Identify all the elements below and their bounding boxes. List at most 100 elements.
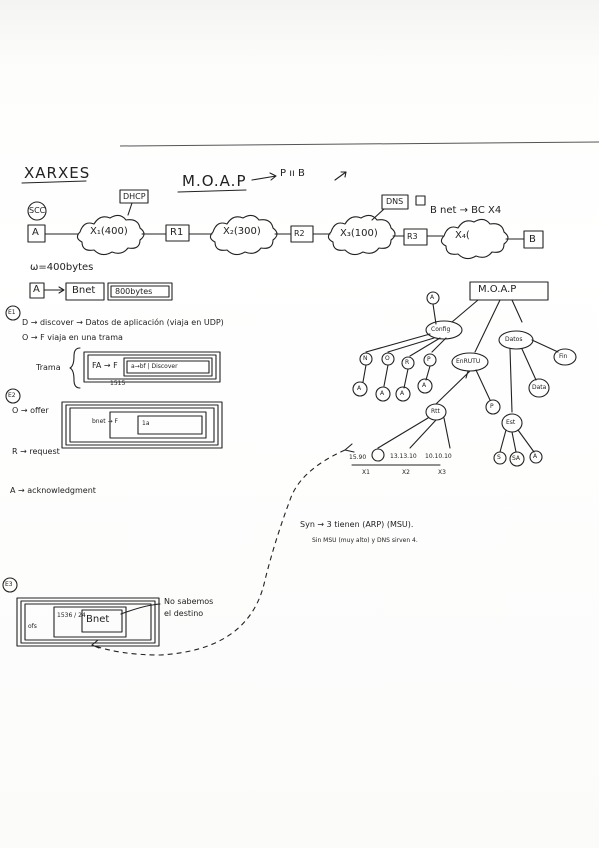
request-note: R → request [12,447,60,456]
row-bnet-label: Bnet [72,285,96,296]
leaf-a5-label: A [533,453,538,460]
e3-marker: E3 [5,581,13,588]
x3-label: X₃(100) [340,228,378,239]
leaf-a1-label: A [357,385,362,392]
moap-underline [177,189,247,193]
e1-circle [5,305,21,321]
x4-label: X₄( [455,230,470,241]
tree-fin [553,348,577,366]
e3-innermost [53,606,127,638]
tree-root-box [469,281,549,301]
cloud-x2 [209,214,278,256]
r1-box [165,224,190,242]
row-bnet-box [65,282,105,301]
leaf-s [493,451,507,465]
trama-label: Trama [36,363,61,372]
leaf-sa [509,451,525,467]
b-arrow [334,171,347,181]
cloud-x3 [327,214,396,256]
x2-label: X₂(300) [223,226,261,237]
link-datos-fin [531,339,559,353]
e3-left-small: ofs [28,623,37,630]
e2-inner [69,407,215,443]
e3-mid [20,600,156,644]
host-b-label: B [529,234,536,245]
trama-innermost [126,360,210,374]
e3-inner [24,603,152,641]
dashed-arrowhead-top [344,443,355,453]
e2-marker: E2 [8,392,16,399]
cloud-x4 [440,218,509,260]
leaf-r-label: R [405,359,410,366]
tree-root-label: M.O.A.P [478,284,517,295]
leaf-a3 [395,386,411,402]
trama-outer [83,351,221,383]
tree-root-links [451,299,523,353]
tree-data-label: Data [532,384,547,391]
moap-header: M.O.A.P [182,172,247,190]
e1-line2: O → F viaja en una trama [22,333,123,342]
leaf-n1-label: N [363,355,368,362]
dhcp-label: DHCP [123,192,146,201]
e3-core [81,609,123,633]
x1-label: X₁(400) [90,226,128,237]
cloud-x1 [76,214,145,256]
leaf-a2-label: A [380,390,385,397]
leaf-a3-label: A [400,390,405,397]
ip2-label: 13.13.10 [390,453,417,460]
tree-datos-label: Datos [505,336,523,343]
datos-links [509,348,537,413]
r1-label: R1 [170,227,184,238]
row-bytes-box [107,282,173,301]
leaf-a2 [375,386,391,402]
page-edge-line [119,141,599,147]
host-b-box [523,230,544,249]
trama-inner-label: FA → F [92,361,118,370]
trama-inner [123,357,213,377]
row-arrow [43,286,65,294]
leaf-o-label: O [385,355,390,362]
e2-core [137,415,203,435]
e3-outer [16,597,160,647]
leaf-sa-label: SA [512,455,521,462]
x2-tree-label: X2 [402,469,410,476]
page-title: XARXES [24,164,91,182]
e3-note-line1: No sabemos [164,597,214,606]
e1-line1: D → discover → Datos de aplicación (viaj… [22,318,224,327]
e3-circle [2,577,18,593]
trama-brace [69,347,81,389]
syn-note-1: Syn → 3 tienen (ARP) (MSU). [300,520,414,529]
e1-marker: E1 [8,309,16,316]
dns-box [381,194,409,210]
leaf-p-label: P [427,356,431,363]
tree-fin-label: Fin [559,353,568,360]
moap-arrow-note: P ıı B [280,168,305,179]
r3-box [403,228,428,246]
leaf-s-label: S [497,454,501,461]
r2-label: R2 [294,229,305,238]
leaf-a4 [417,378,433,394]
e2-line1: O → offer [12,406,49,415]
tree-config-label: Config [431,326,451,333]
e2-inner: bnet → F [92,418,118,425]
dns-label: DNS [386,197,404,206]
ip3-label: 10.10.10 [425,453,452,460]
x3-tree-label: X3 [438,469,446,476]
syn-note-2: Sin MSU (muy alto) y DNS sirven 4. [312,537,418,544]
r3-label: R3 [407,232,418,241]
scc-circle [27,201,47,221]
leaf-a4-label: A [422,382,427,389]
e3-inner-small: 1536 / 24 [57,612,86,619]
leaf-pr [485,399,501,415]
ack-note: A → acknowledgment [10,486,96,495]
row-a-label: A [33,284,40,295]
trama-disc-label: a→bf | Discover [131,363,178,370]
host-a-label: A [32,227,39,238]
e2-outer [61,401,223,449]
tree-data [528,378,550,398]
leaf-pr-label: P [490,403,494,410]
row-bytes-label: 800bytes [115,287,153,296]
leaf-a5 [529,450,543,464]
